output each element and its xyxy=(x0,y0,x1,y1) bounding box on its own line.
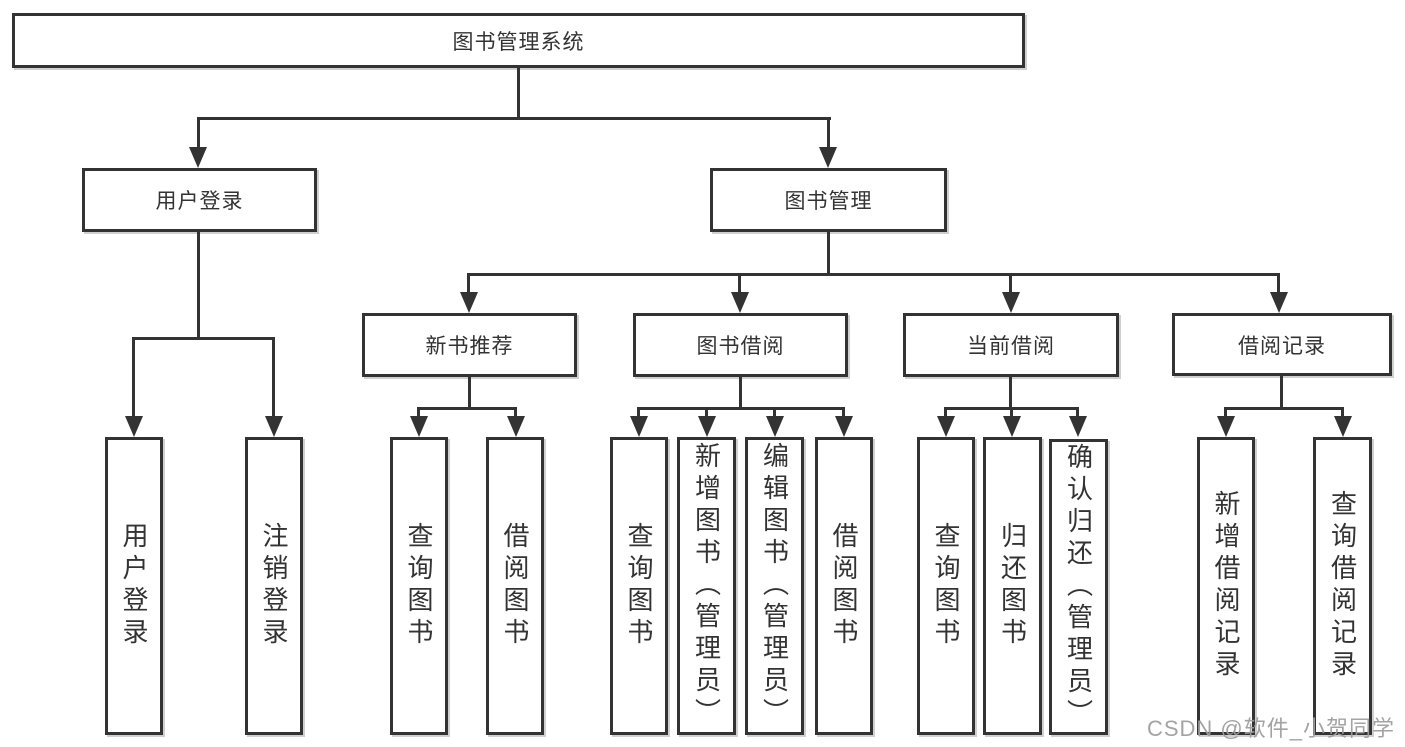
connector-line xyxy=(738,273,741,293)
node-label: 当前借阅 xyxy=(967,335,1055,358)
connector-line xyxy=(637,407,640,417)
node-current-borrowing: 当前借阅 xyxy=(903,313,1119,377)
arrow-down-icon xyxy=(1069,416,1087,437)
connector-line xyxy=(467,273,470,293)
node-library-management-system: 图书管理系统 xyxy=(12,13,1025,68)
connector-line xyxy=(417,407,420,417)
connector-line xyxy=(944,407,947,417)
arrow-down-icon xyxy=(731,292,749,313)
leaf-query-books-borrowing: 查询图书 xyxy=(610,437,668,735)
connector-line xyxy=(197,117,200,148)
leaf-borrow-books: 借阅图书 xyxy=(815,437,873,735)
node-label: 图书管理系统 xyxy=(452,30,585,54)
connector-line xyxy=(417,407,517,410)
connector-line xyxy=(1009,377,1012,407)
arrow-down-icon xyxy=(460,292,478,313)
arrow-down-icon xyxy=(410,416,428,437)
arrow-down-icon xyxy=(189,147,207,168)
arrow-down-icon xyxy=(265,416,283,437)
node-label: 编辑图书（管理员） xyxy=(759,442,790,730)
leaf-return-books: 归还图书 xyxy=(983,437,1042,735)
connector-line xyxy=(467,273,1280,276)
arrow-down-icon xyxy=(1270,292,1288,313)
leaf-query-books-current: 查询图书 xyxy=(917,437,975,735)
leaf-borrow-books-recommend: 借阅图书 xyxy=(486,437,544,735)
node-book-management: 图书管理 xyxy=(710,168,947,232)
node-user-login: 用户登录 xyxy=(82,168,317,232)
leaf-confirm-return-admin: 确认归还（管理员） xyxy=(1049,439,1108,735)
arrow-down-icon xyxy=(1003,416,1021,437)
connector-line xyxy=(842,407,845,417)
node-label: 借阅记录 xyxy=(1238,334,1326,358)
node-label: 图书借阅 xyxy=(696,335,785,358)
leaf-user-login: 用户登录 xyxy=(105,437,163,735)
arrow-down-icon xyxy=(835,416,853,437)
connector-line xyxy=(637,407,845,410)
arrow-down-icon xyxy=(766,416,784,437)
connector-line xyxy=(132,337,275,340)
arrow-down-icon xyxy=(630,416,648,437)
arrow-down-icon xyxy=(819,147,837,168)
node-label: 新增图书（管理员） xyxy=(691,442,722,730)
arrow-down-icon xyxy=(507,416,525,437)
node-label: 图书管理 xyxy=(784,190,873,213)
node-book-borrowing: 图书借阅 xyxy=(633,313,848,377)
leaf-query-borrow-record: 查询借阅记录 xyxy=(1313,437,1372,735)
connector-line xyxy=(1076,407,1079,417)
connector-line xyxy=(272,337,275,416)
connector-line xyxy=(1010,407,1013,417)
arrow-down-icon xyxy=(1334,416,1352,437)
node-label: 确认归还（管理员） xyxy=(1063,443,1094,731)
arrow-down-icon xyxy=(698,416,716,437)
connector-line xyxy=(1277,273,1280,293)
connector-line xyxy=(1224,407,1227,417)
csdn-watermark: CSDN @软件_小贺同学 xyxy=(1146,716,1395,741)
node-label: 查询图书 xyxy=(404,522,434,650)
node-label: 归还图书 xyxy=(997,522,1028,650)
node-label: 借阅图书 xyxy=(829,522,859,650)
connector-line xyxy=(514,407,517,417)
leaf-add-borrow-record: 新增借阅记录 xyxy=(1197,437,1255,735)
connector-line xyxy=(197,232,200,337)
connector-line xyxy=(1280,376,1283,407)
connector-line xyxy=(827,232,830,273)
node-new-book-recommend: 新书推荐 xyxy=(362,313,577,377)
connector-line xyxy=(773,407,776,417)
node-label: 用户登录 xyxy=(119,522,149,650)
arrow-down-icon xyxy=(937,416,955,437)
leaf-query-books-recommend: 查询图书 xyxy=(390,437,448,735)
node-label: 注销登录 xyxy=(259,522,289,650)
connector-line xyxy=(705,407,708,417)
connector-line xyxy=(197,117,831,120)
node-label: 查询图书 xyxy=(624,522,654,650)
leaf-edit-books-admin: 编辑图书（管理员） xyxy=(745,437,804,735)
leaf-logout: 注销登录 xyxy=(245,437,303,735)
node-label: 新增借阅记录 xyxy=(1211,490,1241,682)
node-label: 借阅图书 xyxy=(500,522,530,650)
leaf-add-books-admin: 新增图书（管理员） xyxy=(677,437,736,735)
connector-line xyxy=(132,337,135,416)
connector-line xyxy=(1224,407,1343,410)
connector-line xyxy=(739,377,742,407)
node-label: 查询借阅记录 xyxy=(1327,490,1358,682)
arrow-down-icon xyxy=(125,416,143,437)
node-borrowing-records: 借阅记录 xyxy=(1172,313,1392,376)
connector-line xyxy=(468,377,471,407)
arrow-down-icon xyxy=(1002,292,1020,313)
connector-line xyxy=(1009,273,1012,293)
node-label: 查询图书 xyxy=(931,522,961,650)
node-label: 用户登录 xyxy=(155,190,244,213)
connector-line xyxy=(827,117,830,148)
node-label: 新书推荐 xyxy=(425,335,514,358)
connector-line xyxy=(517,68,520,117)
arrow-down-icon xyxy=(1217,416,1235,437)
connector-line xyxy=(1341,407,1344,417)
